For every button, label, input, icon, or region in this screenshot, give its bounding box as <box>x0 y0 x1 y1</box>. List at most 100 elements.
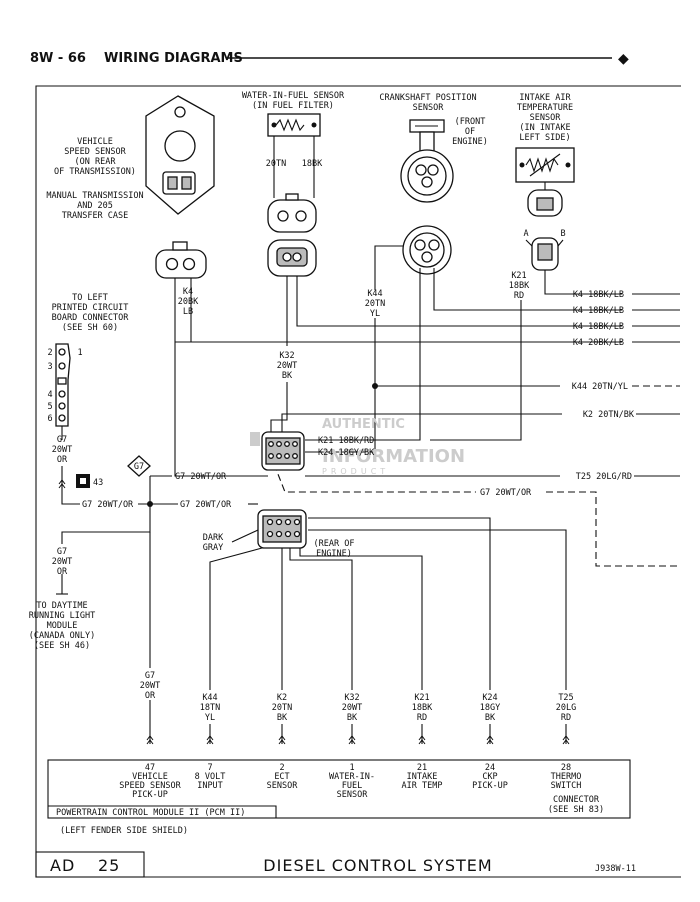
svg-text:VEHICLE: VEHICLE <box>77 137 113 147</box>
svg-text:20LG: 20LG <box>556 703 576 713</box>
footer-title: DIESEL CONTROL SYSTEM <box>263 856 492 875</box>
page-number: 8W - 66 <box>30 51 86 66</box>
svg-text:SPEED SENSOR: SPEED SENSOR <box>64 147 126 157</box>
svg-text:OR: OR <box>57 455 68 465</box>
svg-text:WATER-IN-FUEL SENSOR: WATER-IN-FUEL SENSOR <box>242 91 345 101</box>
iat-label: INTAKE AIR TEMPERATURE SENSOR (IN INTAKE… <box>517 93 573 143</box>
svg-text:G7: G7 <box>145 671 155 681</box>
svg-text:K2: K2 <box>277 693 287 703</box>
iat-pin-labels: A B <box>523 229 565 239</box>
svg-text:K32: K32 <box>344 693 359 703</box>
svg-text:(SEE SH 60): (SEE SH 60) <box>62 323 118 333</box>
right-wire-labels: K4 18BK/LB K4 18BK/LB K4 18BK/LB K4 20BK… <box>572 290 635 482</box>
svg-text:20TN: 20TN <box>272 703 292 713</box>
svg-text:BK: BK <box>347 713 358 723</box>
svg-text:BOARD CONNECTOR: BOARD CONNECTOR <box>52 313 130 323</box>
k4-vss-wire-label: K4 20BK LB <box>178 287 199 317</box>
svg-text:CONNECTOR: CONNECTOR <box>553 795 600 805</box>
pcm-pin-labels: 47 VEHICLE SPEED SENSOR PICK-UP 7 8 VOLT… <box>119 763 581 800</box>
pcm-rear-connector <box>257 509 307 549</box>
svg-text:K4: K4 <box>183 287 193 297</box>
svg-text:20BK: 20BK <box>178 297 199 307</box>
svg-text:4: 4 <box>47 390 52 400</box>
svg-text:INTAKE: INTAKE <box>407 772 438 782</box>
svg-text:8 VOLT: 8 VOLT <box>195 772 226 782</box>
g7-drl-wire-label: G7 20WT OR <box>52 547 72 577</box>
ckp-sensor <box>400 119 454 203</box>
svg-text:(IN INTAKE: (IN INTAKE <box>519 123 570 133</box>
iat-connector <box>525 237 564 271</box>
header-marker: ◆ <box>618 51 629 67</box>
svg-text:WATER-IN-: WATER-IN- <box>329 772 375 782</box>
svg-text:28: 28 <box>561 763 571 773</box>
svg-text:BK: BK <box>282 371 293 381</box>
svg-text:20TN: 20TN <box>365 299 385 309</box>
svg-text:20WT: 20WT <box>342 703 362 713</box>
svg-text:RD: RD <box>514 291 524 301</box>
svg-text:20TN: 20TN <box>266 159 286 169</box>
pcm-wire-labels: K44 18TN YL K2 20TN BK K32 20WT BK K21 1… <box>200 693 576 723</box>
g7-h1-label: G7 20WT/OR <box>175 472 227 482</box>
wif-pin-labels: 20TN 18BK <box>266 159 323 169</box>
ground-g7-tag: G7 <box>127 455 151 477</box>
svg-text:THERMO: THERMO <box>551 772 582 782</box>
svg-text:(CANADA ONLY): (CANADA ONLY) <box>29 631 96 641</box>
svg-text:K4 18BK/LB: K4 18BK/LB <box>573 290 624 300</box>
svg-text:FUEL: FUEL <box>342 781 362 791</box>
svg-text:TRANSFER CASE: TRANSFER CASE <box>62 211 129 221</box>
svg-text:TEMPERATURE: TEMPERATURE <box>517 103 573 113</box>
svg-text:20WT: 20WT <box>52 557 72 567</box>
svg-text:SENSOR: SENSOR <box>337 790 369 800</box>
svg-text:3: 3 <box>47 362 52 372</box>
manual-trans-label: MANUAL TRANSMISSION AND 205 TRANSFER CAS… <box>46 191 143 221</box>
svg-text:A: A <box>523 229 528 239</box>
svg-text:PRODUCT: PRODUCT <box>322 467 389 476</box>
svg-text:2: 2 <box>47 348 52 358</box>
footer-code: AD <box>50 856 75 875</box>
splice-ticks <box>58 479 570 745</box>
svg-text:TO DAYTIME: TO DAYTIME <box>36 601 87 611</box>
svg-text:AIR TEMP: AIR TEMP <box>402 781 443 791</box>
pcm-location: (LEFT FENDER SIDE SHIELD) <box>60 826 188 836</box>
svg-text:MODULE: MODULE <box>47 621 78 631</box>
svg-text:K24: K24 <box>482 693 497 703</box>
svg-text:18TN: 18TN <box>200 703 220 713</box>
svg-text:1: 1 <box>349 763 354 773</box>
svg-text:T25 20LG/RD: T25 20LG/RD <box>576 472 632 482</box>
svg-text:ENGINE): ENGINE) <box>452 137 488 147</box>
svg-text:K4 20BK/LB: K4 20BK/LB <box>573 338 624 348</box>
ground-43: 43 <box>76 474 103 488</box>
k21-iat-wire-label: K21 18BK RD <box>509 271 530 301</box>
svg-text:K21: K21 <box>511 271 526 281</box>
svg-text:BK: BK <box>485 713 496 723</box>
watermark: AUTHENTIC INFORMATION PRODUCT <box>250 417 465 476</box>
svg-text:AUTHENTIC: AUTHENTIC <box>322 417 405 432</box>
svg-text:RD: RD <box>561 713 571 723</box>
pcm-module-box <box>47 759 631 819</box>
svg-text:RUNNING LIGHT: RUNNING LIGHT <box>29 611 96 621</box>
svg-text:GRAY: GRAY <box>203 543 223 553</box>
section-title: WIRING DIAGRAMS <box>104 51 243 66</box>
svg-text:G7: G7 <box>134 462 144 472</box>
ckp-connector <box>402 225 452 275</box>
svg-text:G7: G7 <box>57 547 67 557</box>
svg-text:(SEE SH 46): (SEE SH 46) <box>34 641 90 651</box>
g7-h2-label: G7 20WT/OR <box>180 500 232 510</box>
pcm-connector-ref: CONNECTOR (SEE SH 83) <box>548 795 604 815</box>
g7-h4-label: G7 20WT/OR <box>480 488 532 498</box>
svg-text:K44 20TN/YL: K44 20TN/YL <box>572 382 628 392</box>
g7-pcm-wire-label: G7 20WT OR <box>140 671 160 701</box>
svg-text:AND 205: AND 205 <box>77 201 113 211</box>
pcb-pin-numbers: 2 1 3 4 5 6 <box>47 348 82 424</box>
drl-label: TO DAYTIME RUNNING LIGHT MODULE (CANADA … <box>29 601 96 651</box>
svg-text:YL: YL <box>205 713 215 723</box>
svg-text:K21: K21 <box>414 693 429 703</box>
svg-text:SPEED SENSOR: SPEED SENSOR <box>119 781 181 791</box>
svg-text:OF TRANSMISSION): OF TRANSMISSION) <box>54 167 136 177</box>
svg-text:ECT: ECT <box>274 772 289 782</box>
svg-text:SENSOR: SENSOR <box>413 103 445 113</box>
svg-text:20WT: 20WT <box>277 361 297 371</box>
footer-number: 25 <box>98 856 120 875</box>
svg-text:20WT: 20WT <box>140 681 160 691</box>
